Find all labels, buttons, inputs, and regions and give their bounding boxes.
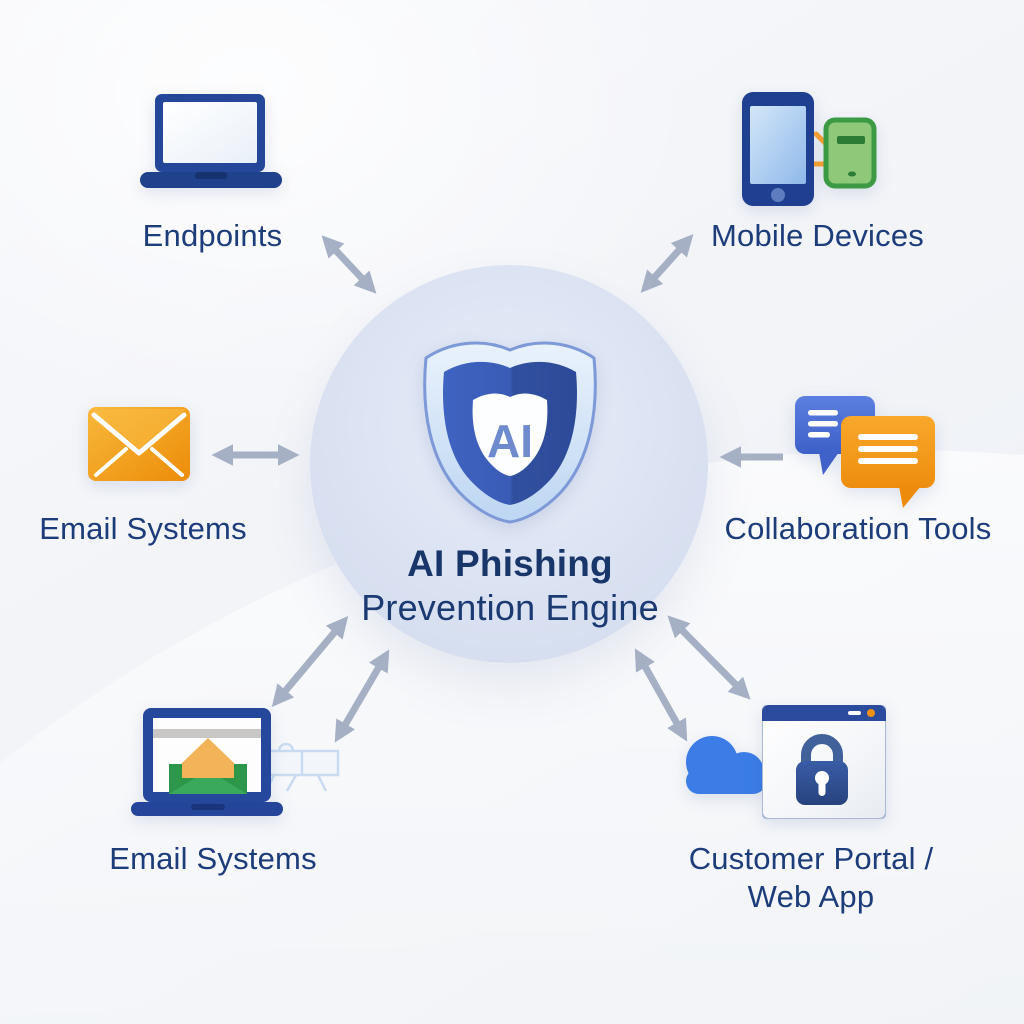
node-label-email-systems: Email Systems	[39, 511, 247, 546]
smartphone-card-icon	[742, 92, 877, 206]
node-label-mobile-devices: Mobile Devices	[711, 218, 924, 253]
connector-arrow-email2-outer	[271, 616, 349, 707]
padlock-icon	[796, 734, 848, 805]
node-label-endpoints: Endpoints	[142, 218, 283, 253]
hub-title-line1: AI Phishing	[407, 543, 613, 584]
hub-title-line2: Prevention Engine	[361, 587, 659, 628]
chat-bubble-orange	[841, 416, 935, 508]
node-label-email-systems-2: Email Systems	[109, 841, 317, 876]
node-label-customer-portal: Customer Portal / Web App	[688, 841, 934, 914]
connector-arrow-email2-inner	[334, 649, 390, 743]
shield-ai-icon: AI	[423, 341, 597, 524]
browser-lock-icon	[762, 705, 886, 819]
cloud-icon	[686, 736, 766, 794]
browser-titlebar	[762, 705, 886, 721]
open-envelope-icon	[169, 738, 247, 794]
shield-ai-text: AI	[487, 415, 533, 467]
laptop-icon	[140, 94, 282, 188]
node-label-collaboration-tools: Collaboration Tools	[724, 511, 992, 546]
chat-bubbles-icon	[795, 396, 935, 508]
connector-arrow-portal-outer	[667, 615, 751, 700]
ghost-shape-icon	[262, 742, 340, 793]
laptop-email-icon	[131, 708, 283, 816]
envelope-icon	[88, 407, 190, 481]
